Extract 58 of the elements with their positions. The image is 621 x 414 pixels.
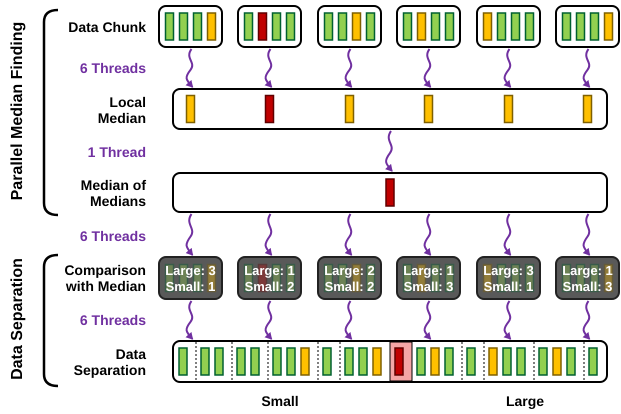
count-text: Large: 3 (482, 263, 535, 278)
section-title: Data Separation (10, 257, 26, 382)
thread-arrow (264, 214, 272, 256)
median-band (172, 88, 608, 130)
thread-arrow (424, 48, 432, 88)
section-title: Parallel Median Finding (10, 20, 26, 202)
row-label: Local Median (96, 94, 146, 126)
count-text: Large: 1 (402, 263, 455, 278)
row-label: Data Chunk (67, 19, 146, 35)
count-text: Large: 1 (561, 263, 614, 278)
median-band (172, 172, 608, 213)
thread-arrow (582, 214, 590, 256)
count-text: Large: 1 (243, 263, 296, 278)
count-text: Small: 2 (324, 279, 376, 294)
comparison-box (237, 256, 302, 300)
data-chunk-box (476, 5, 541, 48)
count-text: Large: 3 (164, 263, 217, 278)
data-chunk-box (555, 5, 620, 48)
thread-count-label: 6 Threads (78, 228, 146, 244)
thread-arrow (582, 300, 590, 340)
thread-arrow (385, 130, 393, 172)
thread-arrow (344, 214, 352, 256)
count-text: Large: 2 (323, 263, 376, 278)
thread-count-label: 1 Thread (86, 144, 146, 160)
thread-arrow (186, 48, 194, 88)
comparison-box (396, 256, 461, 300)
group-label: Small (260, 393, 300, 409)
thread-arrow (504, 300, 512, 340)
group-label: Large (504, 393, 546, 409)
count-text: Small: 3 (402, 279, 454, 294)
data-chunk-box (237, 5, 302, 48)
thread-arrow (186, 214, 194, 256)
thread-arrow (582, 48, 590, 88)
row-label: Median of Medians (80, 177, 146, 209)
comparison-box (317, 256, 382, 300)
thread-arrow (424, 214, 432, 256)
thread-count-label: 6 Threads (78, 312, 146, 328)
thread-arrow (186, 300, 194, 340)
thread-arrow (344, 300, 352, 340)
count-text: Small: 2 (244, 279, 296, 294)
thread-arrow (424, 300, 432, 340)
comparison-box (476, 256, 541, 300)
comparison-box (555, 256, 620, 300)
count-text: Small: 3 (562, 279, 614, 294)
thread-arrow (264, 300, 272, 340)
comparison-box (158, 256, 223, 300)
thread-arrow (504, 214, 512, 256)
row-label: Data Separation (72, 346, 146, 378)
thread-count-label: 6 Threads (78, 60, 146, 76)
data-chunk-box (158, 5, 223, 48)
thread-arrow (344, 48, 352, 88)
thread-arrow (504, 48, 512, 88)
row-label: Comparison with Median (63, 262, 146, 294)
data-chunk-box (317, 5, 382, 48)
thread-arrow (264, 48, 272, 88)
data-chunk-box (396, 5, 461, 48)
count-text: Small: 1 (482, 279, 534, 294)
count-text: Small: 1 (164, 279, 216, 294)
